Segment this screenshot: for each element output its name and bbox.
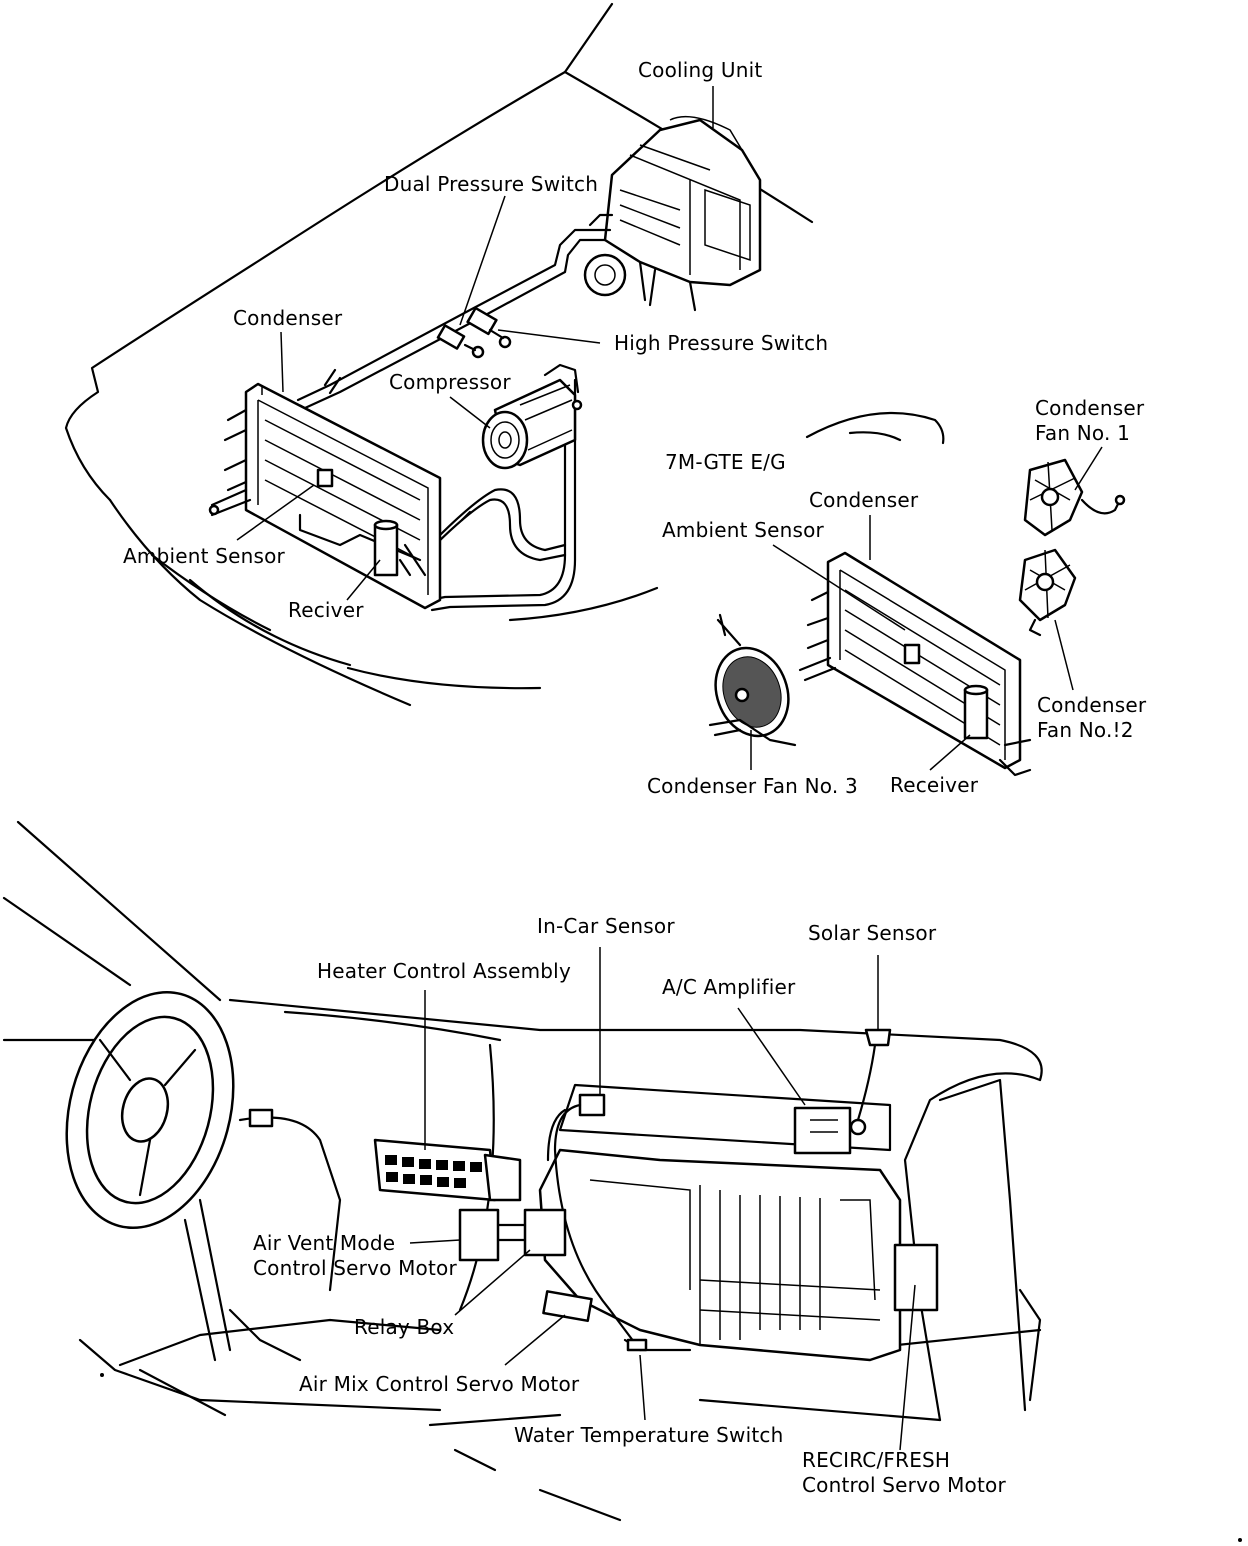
- label-receiver: Receiver: [890, 773, 979, 797]
- pressure-switches: [436, 306, 512, 359]
- refrigerant-lines: [296, 213, 614, 612]
- cooling-unit: [583, 115, 762, 312]
- label-relay-box: Relay Box: [354, 1315, 455, 1339]
- label-water-temp-switch: Water Temperature Switch: [514, 1423, 784, 1447]
- label-condenser-top: Condenser: [233, 306, 343, 330]
- label-recirc-fresh-servo: RECIRC/FRESH Control Servo Motor: [802, 1448, 1006, 1497]
- heater-control-assembly: [373, 1138, 522, 1202]
- inset-fan-3: [708, 613, 797, 747]
- label-high-pressure-switch: High Pressure Switch: [614, 331, 829, 355]
- condenser: [208, 382, 442, 610]
- label-ambient-sensor-inset: Ambient Sensor: [662, 518, 824, 542]
- leaders-dash: [409, 947, 916, 1451]
- hood-outline: [64, 2, 814, 707]
- hvac-unit: [458, 1028, 939, 1362]
- label-condenser-inset: Condenser: [809, 488, 919, 512]
- compressor: [481, 363, 583, 470]
- label-compressor: Compressor: [389, 370, 511, 394]
- label-air-vent-mode-servo: Air Vent Mode Control Servo Motor: [253, 1231, 457, 1280]
- leaders-top: [236, 86, 714, 601]
- label-condenser-fan-3: Condenser Fan No. 3: [647, 774, 858, 798]
- label-air-mix-servo: Air Mix Control Servo Motor: [299, 1372, 580, 1396]
- label-ac-amplifier: A/C Amplifier: [662, 975, 796, 999]
- label-condenser-fan-2: Condenser Fan No.!2: [1037, 693, 1147, 742]
- label-cooling-unit: Cooling Unit: [638, 58, 763, 82]
- inset-swoosh: [805, 411, 945, 445]
- inset-condenser: [798, 551, 1032, 777]
- leaders-inset: [750, 446, 1103, 771]
- label-solar-sensor: Solar Sensor: [808, 921, 937, 945]
- label-heater-control-assembly: Heater Control Assembly: [317, 959, 571, 983]
- label-engine-7m-gte: 7M-GTE E/G: [665, 450, 786, 474]
- label-ambient-sensor-top: Ambient Sensor: [123, 544, 285, 568]
- label-reciver: Reciver: [288, 598, 364, 622]
- label-condenser-fan-1: Condenser Fan No. 1: [1035, 396, 1145, 445]
- inset-fan-1-2: [1018, 458, 1126, 637]
- label-dual-pressure-switch: Dual Pressure Switch: [384, 172, 599, 196]
- dots: [100, 1373, 1242, 1542]
- label-in-car-sensor: In-Car Sensor: [537, 914, 675, 938]
- steering-wheel: [65, 991, 342, 1362]
